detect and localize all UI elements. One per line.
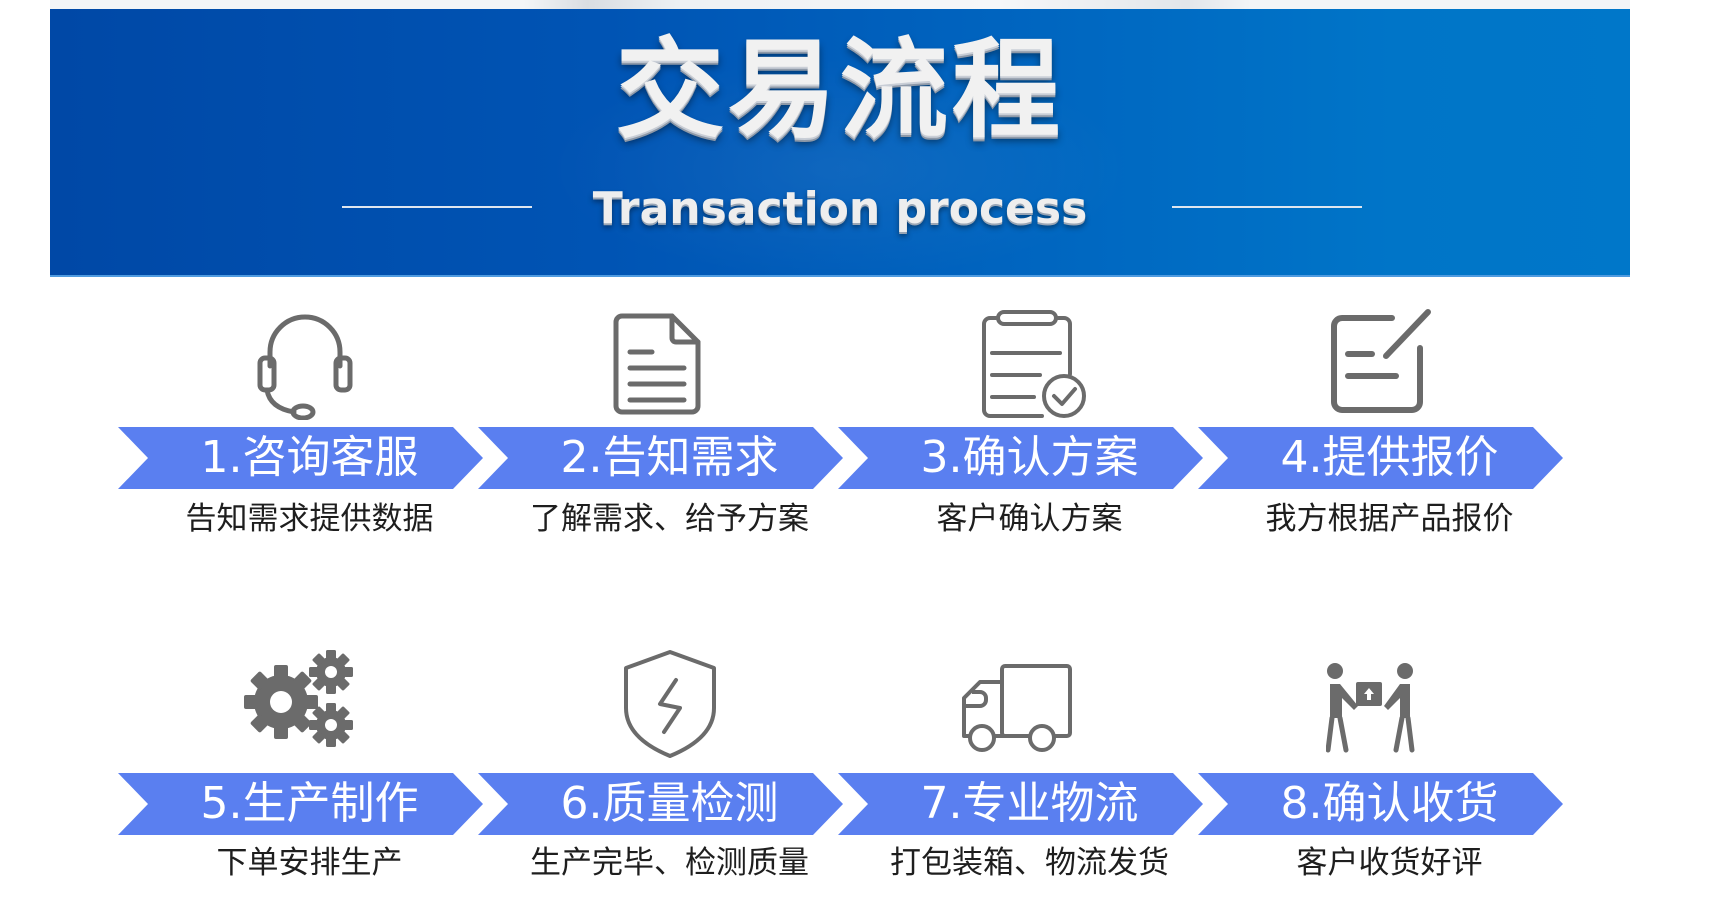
step-2-arrow[interactable]: 2.告知需求 bbox=[478, 427, 843, 489]
document-icon bbox=[613, 313, 701, 415]
step-2-description: 了解需求、给予方案 bbox=[530, 501, 809, 537]
step-5-description: 下单安排生产 bbox=[216, 845, 403, 881]
headset-icon bbox=[257, 314, 353, 420]
edit-note-icon bbox=[1331, 309, 1431, 413]
page-title: 交易流程 bbox=[615, 28, 1064, 153]
shield-lightning-icon bbox=[624, 650, 716, 758]
step-6-arrow[interactable]: 6.质量检测 bbox=[478, 773, 843, 835]
step-6-description: 生产完毕、检测质量 bbox=[530, 845, 809, 881]
step-5-arrow[interactable]: 5.生产制作 bbox=[118, 773, 483, 835]
step-4-description: 我方根据产品报价 bbox=[1265, 501, 1514, 537]
step-7-description: 打包装箱、物流发货 bbox=[890, 845, 1169, 881]
subtitle-divider-left bbox=[342, 206, 532, 208]
truck-icon bbox=[962, 664, 1072, 752]
step-4-arrow[interactable]: 4.提供报价 bbox=[1198, 427, 1563, 489]
step-8-description: 客户收货好评 bbox=[1296, 845, 1483, 881]
page-subtitle: Transaction process bbox=[592, 183, 1088, 234]
clipboard-check-icon bbox=[982, 310, 1086, 418]
top-image-strip bbox=[50, 0, 1630, 9]
package-handover-icon bbox=[1326, 663, 1415, 753]
step-3-description: 客户确认方案 bbox=[936, 501, 1123, 537]
step-7-arrow[interactable]: 7.专业物流 bbox=[838, 773, 1203, 835]
step-8-arrow[interactable]: 8.确认收货 bbox=[1198, 773, 1563, 835]
gears-icon bbox=[244, 650, 353, 747]
step-3-arrow[interactable]: 3.确认方案 bbox=[838, 427, 1203, 489]
header-banner: 交易流程 Transaction process bbox=[50, 9, 1630, 277]
step-1-arrow[interactable]: 1.咨询客服 bbox=[118, 427, 483, 489]
step-1-description: 告知需求提供数据 bbox=[185, 501, 434, 537]
subtitle-divider-right bbox=[1172, 206, 1362, 208]
